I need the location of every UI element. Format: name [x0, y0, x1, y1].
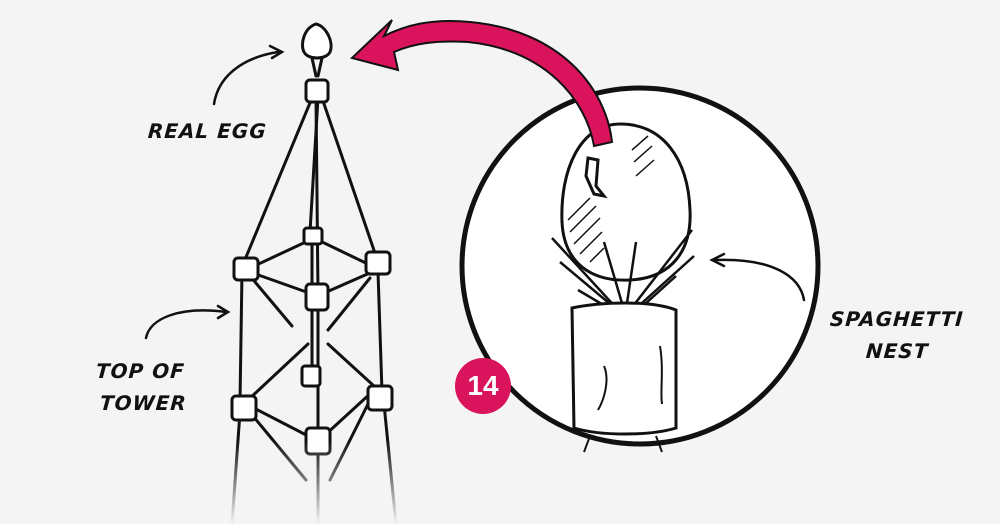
- label-top-of-tower-1: TOP OF: [95, 359, 186, 383]
- label-spaghetti-nest-2: NEST: [865, 339, 930, 363]
- label-real-egg: REAL EGG: [147, 119, 268, 143]
- label-top-of-tower-2: TOWER: [99, 391, 188, 415]
- hand-drawn-arrow-icon: [144, 44, 806, 340]
- marshmallow-closeup: [570, 301, 678, 453]
- step-number-badge: 14: [455, 358, 511, 414]
- curved-arrow-icon: [350, 19, 614, 148]
- label-spaghetti-nest-1: SPAGHETTI: [829, 307, 965, 331]
